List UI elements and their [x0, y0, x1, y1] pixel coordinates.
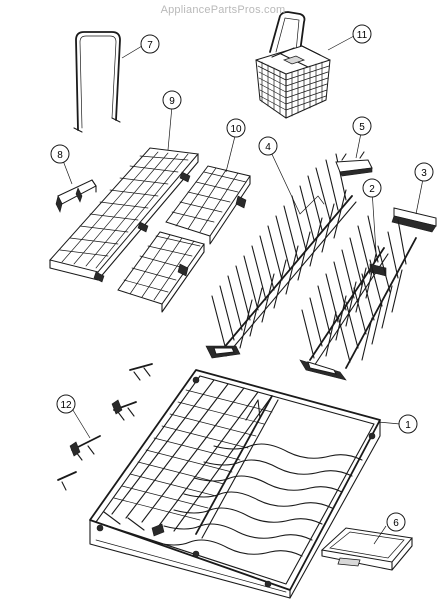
- callout-1: 1: [398, 414, 418, 434]
- svg-text:10: 10: [230, 124, 242, 135]
- part-9-cup-shelf: [49, 147, 199, 283]
- callout-leaders: [61, 35, 425, 545]
- part-3-tine-row: [337, 207, 437, 369]
- svg-text:5: 5: [359, 122, 365, 133]
- svg-text:7: 7: [147, 40, 153, 51]
- callout-7: 7: [140, 34, 160, 54]
- svg-text:12: 12: [60, 400, 72, 411]
- part-5-rack-clip: [335, 151, 373, 177]
- svg-text:8: 8: [57, 150, 63, 161]
- part-8-shelf-bracket: [55, 179, 97, 213]
- svg-text:2: 2: [369, 184, 375, 195]
- svg-text:1: 1: [405, 420, 411, 431]
- part-12-rack-rollers: [57, 363, 153, 491]
- part-1-lower-rack: [89, 369, 381, 599]
- callout-8: 8: [50, 144, 70, 164]
- callout-3: 3: [414, 162, 434, 182]
- callout-10: 10: [226, 118, 246, 138]
- svg-text:4: 4: [265, 142, 271, 153]
- callout-5: 5: [352, 116, 372, 136]
- part-2-tine-row: [299, 215, 389, 381]
- part-7-rack-handle: [73, 31, 121, 133]
- callout-11: 11: [352, 24, 372, 44]
- svg-text:9: 9: [169, 96, 175, 107]
- callout-9: 9: [162, 90, 182, 110]
- watermark-text: AppliancePartsPros.com: [160, 4, 286, 16]
- part-10-fold-shelf: [117, 165, 251, 313]
- part-6-cutlery-tray: [320, 527, 413, 571]
- callout-6: 6: [386, 512, 406, 532]
- callout-4: 4: [258, 136, 278, 156]
- svg-text:11: 11: [357, 30, 368, 41]
- svg-text:3: 3: [421, 168, 427, 179]
- svg-text:6: 6: [393, 518, 399, 529]
- part-11-cutlery-basket: [255, 11, 331, 119]
- part-4-tine-row: [205, 153, 357, 359]
- callout-12: 12: [56, 394, 76, 414]
- callout-2: 2: [362, 178, 382, 198]
